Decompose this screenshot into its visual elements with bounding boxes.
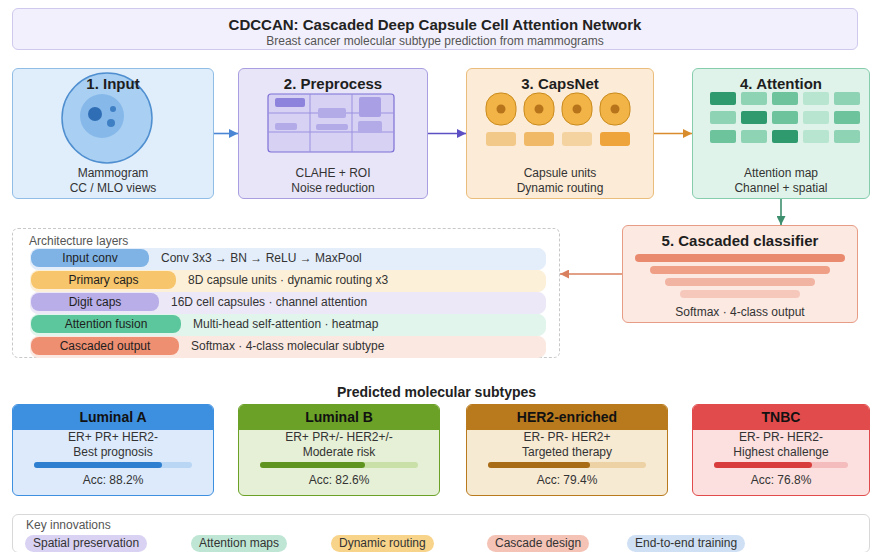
attention-cell	[834, 111, 860, 124]
node-text: ER+ PR+ HER2-	[15, 430, 211, 444]
attention-grid	[710, 92, 860, 143]
innovation-tag: Spatial preservation	[25, 533, 150, 552]
node-text: Attention fusion	[31, 315, 181, 333]
attention-cell	[741, 92, 767, 105]
node-text: Acc: 79.4%	[469, 473, 665, 487]
flow-arrow	[214, 133, 238, 135]
attention-cell	[741, 130, 767, 143]
node-text: ER- PR- HER2-	[695, 430, 867, 444]
node-text: Conv 3x3 → BN → ReLU → MaxPool	[161, 249, 362, 267]
flow-arrow	[560, 273, 622, 275]
node-heading: HER2-enriched	[467, 405, 667, 430]
preprocess-grid	[268, 94, 394, 152]
subtype-card: Luminal AER+ PR+ HER2-Best prognosisAcc:…	[12, 404, 214, 496]
layer-row: Input conv Conv 3x3 → BN → ReLU → MaxPool	[30, 248, 546, 270]
node-text: Dynamic routing	[331, 535, 434, 552]
stage-box: 2. PreprocessCLAHE + ROI Noise reduction	[238, 68, 428, 199]
node-text: Cascade design	[487, 535, 589, 552]
attention-cell	[834, 92, 860, 105]
subtype-card: HER2-enrichedER- PR- HER2+Targeted thera…	[466, 404, 668, 496]
attention-cell	[772, 92, 798, 105]
node-text: Best prognosis	[15, 445, 211, 459]
stage-box: 3. CapsNetCapsule units Dynamic routing	[466, 68, 654, 199]
node-heading: 2. Preprocess	[241, 75, 425, 93]
node-text: Acc: 88.2%	[15, 473, 211, 487]
node-heading: 3. CapsNet	[469, 75, 651, 93]
innovation-tag: Cascade design	[487, 533, 592, 552]
node-heading: Luminal A	[13, 405, 213, 430]
attention-cell	[803, 130, 829, 143]
attention-cell	[710, 92, 736, 105]
node-heading: Luminal B	[239, 405, 439, 430]
node-text: Multi-head self-attention · heatmap	[193, 315, 378, 333]
stage-box: 1. InputMammogram CC / MLO views	[12, 68, 214, 199]
flow-arrow	[428, 133, 466, 135]
attention-cell	[803, 111, 829, 124]
node-text: ER- PR- HER2+	[469, 430, 665, 444]
cascade-bars	[635, 254, 845, 298]
node-text: Highest challenge	[695, 445, 867, 459]
node-text: Moderate risk	[241, 445, 437, 459]
attention-cell	[741, 111, 767, 124]
layer-row: Digit caps 16D cell capsules · channel at…	[30, 292, 546, 314]
subtitle: Breast cancer molecular subtype predicti…	[13, 34, 857, 48]
node-text: Softmax · 4-class output	[625, 305, 855, 320]
node-text: Acc: 76.8%	[695, 473, 867, 487]
flow-arrow	[654, 133, 692, 135]
node-text: Acc: 82.6%	[241, 473, 437, 487]
node-heading: 1. Input	[15, 75, 211, 93]
attention-cell	[834, 130, 860, 143]
innovation-panel: Spatial preservation Attention maps Dynami…	[12, 514, 870, 552]
node-text: 8D capsule units · dynamic routing x3	[188, 271, 388, 289]
node-heading: TNBC	[693, 405, 869, 430]
node-text: Cascaded output	[31, 337, 179, 355]
node-text: 16D cell capsules · channel attention	[171, 293, 367, 311]
stage-box: 4. AttentionAttention map Channel + spat…	[692, 68, 870, 199]
capsule-icons	[486, 93, 630, 146]
attention-cell	[772, 111, 798, 124]
layer-row: Cascaded output Softmax · 4-class molecul…	[30, 336, 546, 358]
layer-row: Attention fusion Multi-head self-attentio…	[30, 314, 546, 336]
node-text: Capsule units Dynamic routing	[509, 166, 611, 196]
attention-cell	[710, 130, 736, 143]
node-text: Input conv	[31, 249, 149, 267]
attention-cell	[710, 111, 736, 124]
node-text: Attention maps	[191, 535, 287, 552]
innovation-tag: Dynamic routing	[331, 533, 436, 552]
node-text: Primary caps	[31, 271, 176, 289]
attention-cell	[772, 130, 798, 143]
innovation-tag: End-to-end training	[627, 533, 748, 552]
layer-row: Primary caps 8D capsule units · dynamic r…	[30, 270, 546, 292]
node-text: Key innovations	[26, 518, 111, 533]
node-text: Softmax · 4-class molecular subtype	[191, 337, 384, 355]
node-text: Mammogram CC / MLO views	[68, 166, 158, 196]
node-heading: 4. Attention	[695, 75, 867, 93]
layer-panel: Input conv Conv 3x3 → BN → ReLU → MaxPool…	[12, 228, 560, 358]
node-text: Attention map Channel + spatial	[727, 166, 835, 196]
subtype-card: Luminal BER+ PR+/- HER2+/-Moderate riskA…	[238, 404, 440, 496]
attention-cell	[803, 92, 829, 105]
node-text: Architecture layers	[29, 234, 128, 249]
flow-arrow	[780, 199, 782, 225]
classifier-box: 5. Cascaded classifierSoftmax · 4-class …	[622, 225, 858, 323]
node-text: Targeted therapy	[469, 445, 665, 459]
innovation-tag: Attention maps	[191, 533, 290, 552]
node-heading: 5. Cascaded classifier	[625, 232, 855, 250]
node-text: Spatial preservation	[25, 535, 147, 552]
node-text: CLAHE + ROI Noise reduction	[285, 166, 381, 196]
section-heading: Predicted molecular subtypes	[0, 384, 873, 401]
node-text: End-to-end training	[627, 535, 745, 552]
title: CDCCAN: Cascaded Deep Capsule Cell Atten…	[13, 16, 857, 34]
title-banner: CDCCAN: Cascaded Deep Capsule Cell Atten…	[12, 8, 858, 50]
accuracy-bars	[34, 462, 848, 468]
subtype-card: TNBCER- PR- HER2-Highest challengeAcc: 7…	[692, 404, 870, 496]
node-text: Digit caps	[31, 293, 159, 311]
mammogram-icon	[62, 73, 152, 163]
node-text: ER+ PR+/- HER2+/-	[241, 430, 437, 444]
